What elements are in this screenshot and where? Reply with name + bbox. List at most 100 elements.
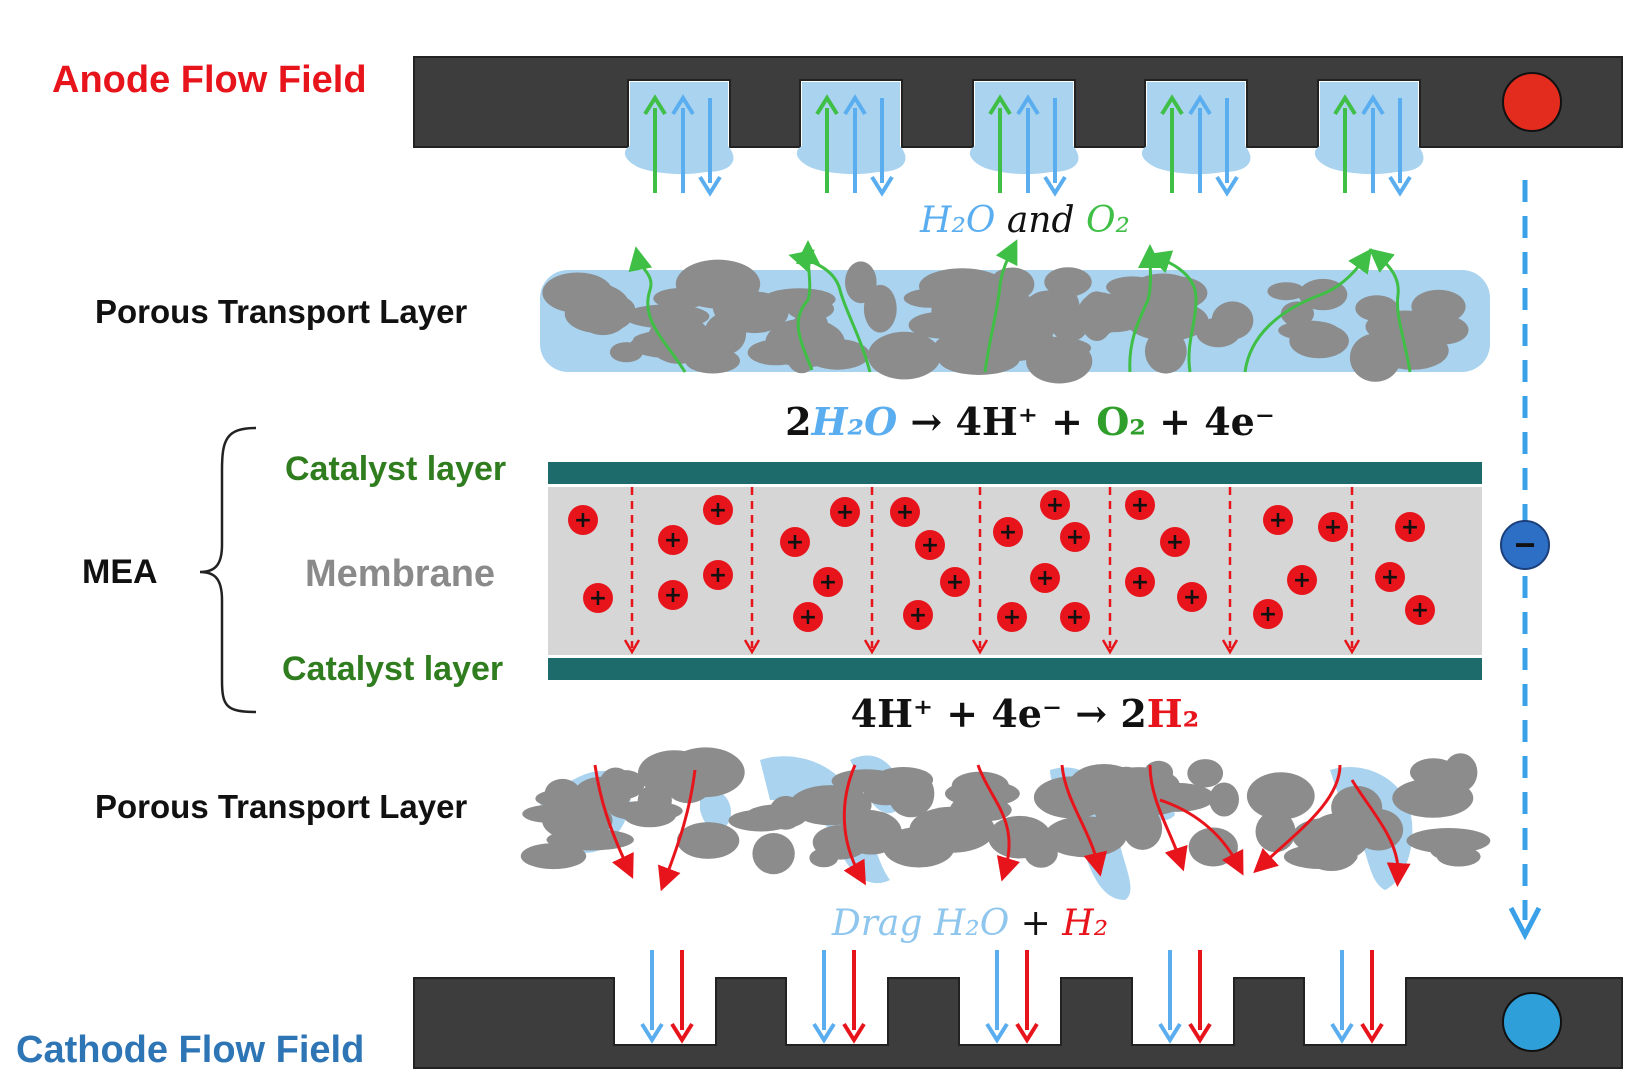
- proton-circle: [1030, 563, 1060, 593]
- proton-sign: +: [921, 533, 939, 558]
- proton-sign: +: [1131, 570, 1149, 595]
- ptl-top-particle: [704, 313, 747, 355]
- ptl-top-particle: [1130, 280, 1199, 305]
- ptl-top-particle: [1080, 291, 1114, 342]
- hydrogen-path: [1148, 764, 1188, 872]
- ptl-bottom-particle: [1187, 759, 1224, 788]
- proton-sign: +: [589, 586, 607, 611]
- anode-flow-field-label: Anode Flow Field: [52, 59, 367, 101]
- proton: +: [890, 497, 920, 527]
- ptl-top-particles: [542, 259, 1469, 384]
- proton: +: [1375, 562, 1405, 592]
- proton-sign: +: [786, 530, 804, 555]
- proton-circle: [703, 560, 733, 590]
- anode-eq-part-1: 2: [785, 399, 811, 444]
- water-down-arrow-head: [698, 175, 722, 197]
- ptl-top-label: Porous Transport Layer: [95, 293, 467, 330]
- proton-circle: [1263, 505, 1293, 535]
- proton-circle: [568, 505, 598, 535]
- hydrogen-path: [1060, 764, 1108, 877]
- h2-term: H₂: [1061, 903, 1108, 944]
- cathode-water-arrow-head: [1330, 1022, 1354, 1044]
- proton-drift-arrows: [623, 487, 1361, 655]
- catalyst-bottom-label: Catalyst layer: [282, 650, 503, 688]
- proton-drift-head: [971, 639, 989, 655]
- electron-symbol: −: [1500, 520, 1550, 570]
- ptl-bottom-particle: [883, 826, 955, 868]
- o2-term: O₂: [1086, 200, 1130, 241]
- ptl-top-particle: [805, 339, 870, 370]
- proton-drift-head: [1221, 639, 1239, 655]
- drag-h2o-term: Drag H₂O: [831, 903, 1009, 944]
- proton-circle: [1253, 599, 1283, 629]
- proton: +: [658, 580, 688, 610]
- oxygen-path: [983, 239, 1018, 373]
- cathode-hydrogen-arrow-head: [1188, 1022, 1212, 1044]
- anode-channel-water: [969, 82, 1079, 175]
- proton-circle: [915, 530, 945, 560]
- ptl-top-oxygen-paths: [628, 239, 1412, 373]
- ptl-top-particle: [1267, 282, 1306, 301]
- cathode-hydrogen-arrow-head: [670, 1022, 694, 1044]
- ptl-bottom-particle: [809, 848, 839, 868]
- ptl-top-particle: [1355, 295, 1399, 322]
- oxygen-path: [1368, 248, 1412, 373]
- proton-sign: +: [574, 508, 592, 533]
- water-down-arrow-head: [1388, 175, 1412, 197]
- proton-sign: +: [1036, 566, 1054, 591]
- hydrogen-path: [1159, 798, 1244, 876]
- anode-products-equation: H₂O and O₂: [919, 200, 1130, 241]
- proton-circle: [1395, 512, 1425, 542]
- proton-sign: +: [946, 570, 964, 595]
- ptl-bottom-particle: [1033, 776, 1111, 819]
- ptl-bottom-particle: [520, 843, 587, 870]
- ptl-bottom-particle: [1436, 846, 1481, 867]
- proton-circle: [1060, 602, 1090, 632]
- ptl-bottom-hydrogen-paths: [593, 764, 1411, 892]
- cathode-eq-h2: H₂: [1147, 691, 1200, 736]
- proton: +: [780, 527, 810, 557]
- anode-channels: [624, 82, 1424, 197]
- proton-circle: [1125, 567, 1155, 597]
- proton-circle: [780, 527, 810, 557]
- ptl-bottom-particle: [676, 822, 740, 859]
- proton-drift-head: [1101, 639, 1119, 655]
- anode-channel-water: [1314, 82, 1424, 175]
- ptl-top-particle: [1102, 300, 1136, 323]
- proton: +: [1160, 527, 1190, 557]
- oxygen-path: [1146, 250, 1198, 373]
- proton-circle: [830, 497, 860, 527]
- hydrogen-path: [976, 764, 1020, 882]
- proton-circle: [993, 517, 1023, 547]
- cathode-hydrogen-arrow-head: [842, 1022, 866, 1044]
- proton: +: [915, 530, 945, 560]
- proton-sign: +: [1183, 585, 1201, 610]
- proton: +: [993, 517, 1023, 547]
- anode-terminal-circle: [1502, 72, 1562, 132]
- proton: +: [658, 525, 688, 555]
- proton: +: [1040, 490, 1070, 520]
- cathode-flow-field-label: Cathode Flow Field: [16, 1029, 364, 1071]
- proton-sign: +: [1269, 508, 1287, 533]
- plus-term: +: [1009, 903, 1062, 944]
- proton-sign: +: [709, 563, 727, 588]
- proton-circle: [1125, 490, 1155, 520]
- anode-channel-water: [1141, 82, 1251, 175]
- anode-eq-o2: O₂: [1096, 399, 1146, 444]
- cathode-plate-body: [413, 977, 1623, 1069]
- proton-drift-head: [623, 639, 641, 655]
- proton-circle: [1040, 490, 1070, 520]
- proton: +: [703, 560, 733, 590]
- oxygen-path: [628, 246, 687, 373]
- ptl-bottom-particle: [838, 797, 872, 835]
- ptl-top-particle: [1280, 301, 1314, 327]
- cathode-water-arrow-head: [812, 1022, 836, 1044]
- ptl-top-particle: [694, 273, 728, 293]
- proton: +: [903, 600, 933, 630]
- proton-circle: [583, 583, 613, 613]
- cathode-reaction-equation: 4H⁺ + 4e⁻ → 2H₂: [851, 691, 1200, 736]
- catalyst-top-label: Catalyst layer: [285, 450, 506, 488]
- hydrogen-path: [593, 764, 634, 879]
- anode-plate-body: [413, 56, 1623, 148]
- ptl-bottom-particle: [1097, 767, 1180, 803]
